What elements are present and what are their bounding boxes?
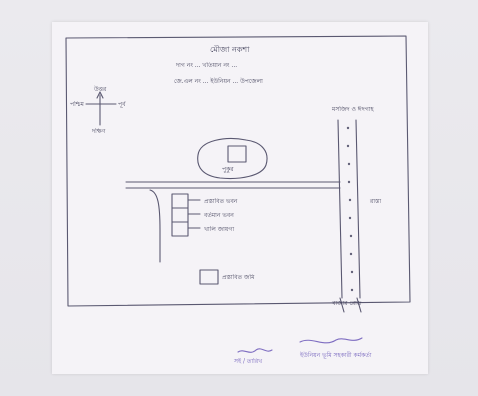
compass-east-label: পূর্ব xyxy=(118,101,126,108)
signature-right: ইউনিয়ন ভূমি সহকারী কর্মকর্তা xyxy=(300,352,372,359)
top-right-label: মসজিদ ও ঈদগাহ xyxy=(332,106,374,113)
row-label-1: প্রস্তাবিত ভবন xyxy=(204,198,238,205)
pond-label: পুকুর xyxy=(222,166,234,173)
legend-label: প্রস্তাবিত জমি xyxy=(222,274,255,281)
road-label: রাস্তা xyxy=(370,198,382,205)
document-paper xyxy=(52,22,428,374)
compass-south-label: দক্ষিণ xyxy=(92,128,106,135)
header-line-1: মৌজা নকশা xyxy=(210,45,250,54)
row-label-3: খালি জায়গা xyxy=(204,226,235,233)
signature-left: সই / তারিখ xyxy=(234,358,263,365)
bottom-right-label: বাজার রোড xyxy=(332,300,362,307)
compass-north-label: উত্তর xyxy=(94,86,107,93)
row-label-2: বর্তমান ভবন xyxy=(204,212,234,219)
header-line-3: জে.এল নং ... ইউনিয়ন ... উপজেলা xyxy=(174,78,263,85)
header-line-2: দাগ নং ... খতিয়ান নং ... xyxy=(176,62,238,69)
compass-west-label: পশ্চিম xyxy=(70,101,84,108)
